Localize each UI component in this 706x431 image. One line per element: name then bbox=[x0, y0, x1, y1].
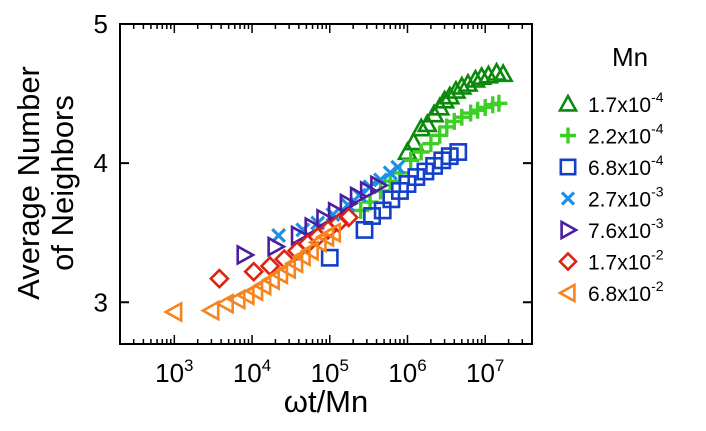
data-point bbox=[163, 301, 183, 323]
data-point bbox=[244, 280, 264, 302]
data-point bbox=[433, 89, 456, 109]
data-point bbox=[349, 185, 370, 208]
data-point bbox=[439, 85, 461, 105]
legend-label: 2.2x10-4 bbox=[588, 121, 664, 149]
legend-label: 6.8x10-2 bbox=[588, 278, 664, 306]
data-point bbox=[422, 135, 440, 153]
data-point bbox=[214, 292, 234, 315]
y-axis-ticks: 3 4 5 bbox=[94, 9, 532, 317]
data-point bbox=[402, 131, 425, 151]
data-point bbox=[492, 62, 514, 83]
legend-marker bbox=[560, 191, 576, 206]
data-point bbox=[290, 224, 311, 247]
data-point bbox=[200, 299, 220, 322]
data-point bbox=[243, 261, 265, 282]
data-point bbox=[284, 252, 304, 275]
data-point bbox=[381, 172, 399, 190]
data-point bbox=[252, 274, 272, 297]
data-point bbox=[271, 227, 287, 243]
x-tick-label: 106 bbox=[388, 356, 426, 388]
data-point bbox=[490, 94, 508, 112]
data-point bbox=[321, 221, 342, 244]
legend-marker bbox=[557, 282, 576, 304]
legend-label: 1.7x10-4 bbox=[588, 89, 664, 117]
legend-label: 7.6x10-3 bbox=[588, 215, 664, 243]
data-point bbox=[338, 207, 359, 228]
data-point bbox=[402, 151, 420, 169]
legend-label: 2.7x10-3 bbox=[588, 184, 664, 212]
data-point bbox=[209, 268, 230, 289]
x-tick-label: 107 bbox=[466, 356, 504, 388]
data-point bbox=[320, 248, 339, 267]
y-axis-title-line-2: of Neighbors bbox=[45, 95, 80, 271]
data-point bbox=[363, 207, 382, 225]
legend: Mn 1.7x10-4 2.2x10-4 6.8x10-4 2.7x10-3 7.6x1… bbox=[557, 42, 664, 306]
plot-frame bbox=[119, 23, 533, 345]
legend-label: 1.7x10-2 bbox=[588, 247, 664, 275]
data-series bbox=[163, 61, 514, 323]
data-point bbox=[469, 101, 487, 119]
legend-label: 6.8x10-4 bbox=[588, 152, 664, 180]
legend-marker bbox=[558, 251, 578, 272]
legend-marker bbox=[557, 93, 579, 112]
y-tick-label: 5 bbox=[94, 9, 108, 39]
series-7 bbox=[163, 221, 342, 323]
data-point bbox=[416, 112, 439, 133]
y-axis-title-line-1: Average Number bbox=[11, 66, 46, 300]
legend-marker bbox=[559, 158, 577, 176]
data-point bbox=[412, 143, 430, 161]
data-point bbox=[267, 235, 287, 258]
data-point bbox=[464, 68, 487, 88]
legend-title: Mn bbox=[612, 42, 648, 72]
data-point bbox=[370, 174, 390, 197]
data-point bbox=[476, 98, 494, 116]
data-point bbox=[291, 245, 311, 268]
data-point bbox=[299, 240, 319, 262]
series-3 bbox=[320, 143, 468, 267]
data-point bbox=[359, 180, 380, 202]
data-point bbox=[449, 143, 468, 161]
series-5 bbox=[236, 174, 390, 266]
data-point bbox=[390, 159, 406, 175]
legend-marker bbox=[560, 127, 576, 144]
x-axis-title: ωt/Mn bbox=[284, 384, 369, 419]
x-tick-label: 104 bbox=[233, 356, 271, 388]
data-point bbox=[260, 269, 280, 291]
legend-marker bbox=[560, 219, 579, 241]
data-point bbox=[236, 244, 256, 266]
x-tick-label: 103 bbox=[155, 356, 193, 388]
y-axis-title: Average Number of Neighbors bbox=[11, 66, 80, 300]
y-tick-label: 4 bbox=[94, 148, 108, 178]
data-point bbox=[407, 168, 426, 186]
y-tick-label: 3 bbox=[94, 287, 108, 317]
data-point bbox=[470, 65, 493, 85]
data-point bbox=[410, 117, 432, 137]
data-point bbox=[453, 108, 471, 126]
data-point bbox=[477, 64, 500, 84]
data-point bbox=[352, 201, 370, 219]
